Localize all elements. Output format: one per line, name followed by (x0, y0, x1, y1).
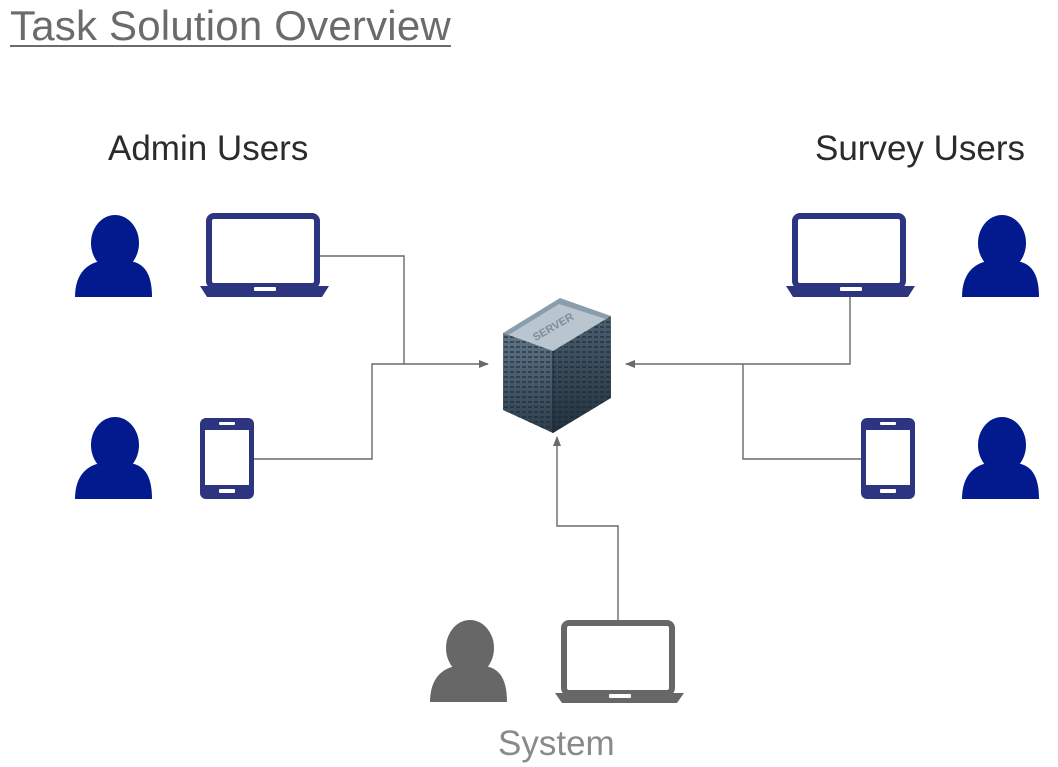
server-icon: SERVER (503, 298, 611, 433)
system-label: System (498, 724, 615, 763)
system-laptop-icon (555, 620, 684, 703)
survey-user-icon (962, 215, 1039, 297)
connector-admin-phone (254, 363, 404, 460)
admin-user-icon-2 (75, 417, 152, 499)
connector-survey-phone (742, 364, 862, 460)
connector-system-laptop (553, 436, 619, 623)
connector-admin-laptop (320, 255, 489, 368)
admin-laptop-icon (200, 213, 329, 297)
survey-laptop-icon (786, 213, 915, 297)
connectors (254, 255, 862, 623)
connector-survey-laptop (625, 296, 851, 368)
system-user-icon (430, 620, 507, 702)
page-title: Task Solution Overview (10, 2, 451, 49)
admin-phone-icon (200, 418, 254, 499)
admin-users-label: Admin Users (108, 129, 309, 168)
survey-users-label: Survey Users (815, 129, 1026, 168)
survey-phone-icon (861, 418, 915, 499)
survey-user-icon-2 (962, 417, 1039, 499)
admin-user-icon (75, 215, 152, 297)
